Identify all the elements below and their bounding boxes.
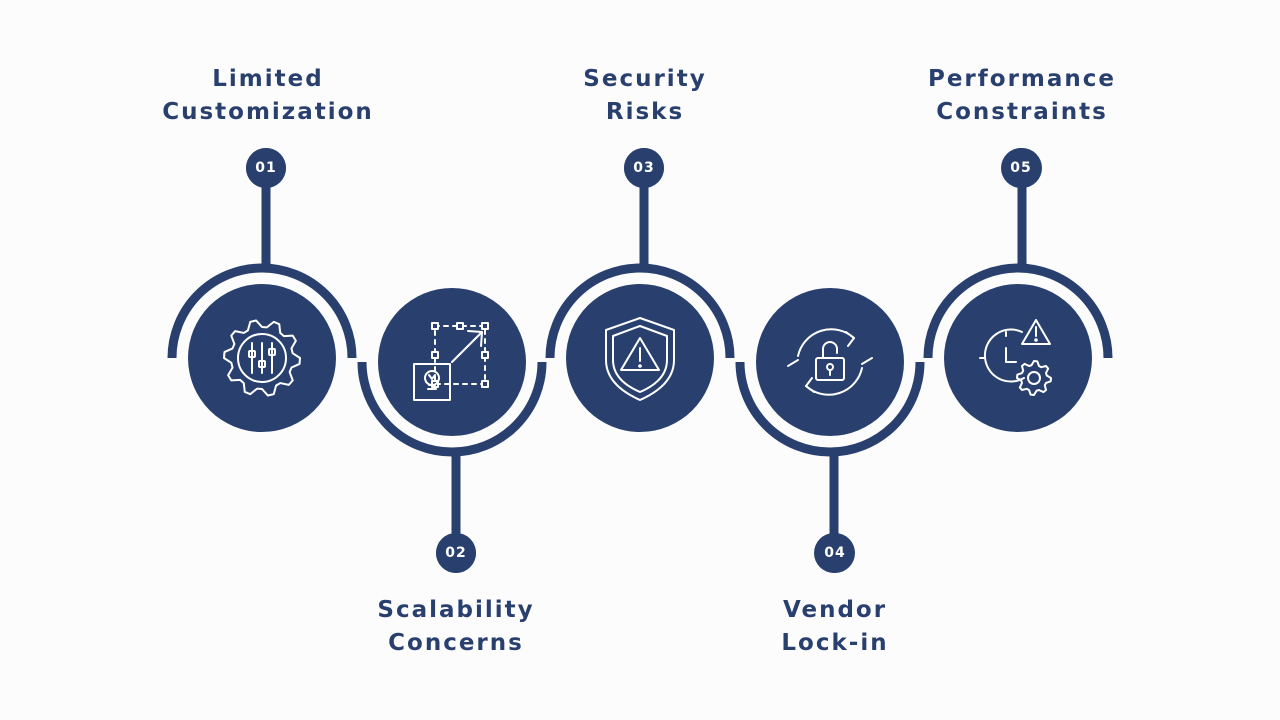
step-5-number: 05	[1010, 160, 1032, 176]
step-5-title: Performance Constraints	[892, 63, 1152, 129]
step-3-number-badge: 03	[624, 148, 664, 188]
step-4-circle	[756, 288, 904, 436]
step-5-title-line-1: Performance	[927, 66, 1117, 92]
gear-sliders-icon	[223, 319, 301, 397]
shield-warning-icon	[605, 317, 675, 401]
step-1-number-badge: 01	[246, 148, 286, 188]
step-icons	[223, 317, 1052, 401]
step-2-title: Scalability Concerns	[326, 594, 586, 660]
step-1-title: Limited Customization	[138, 63, 398, 129]
step-3-number: 03	[633, 160, 655, 176]
scale-up-arrow-icon	[413, 322, 489, 401]
step-2-number-badge: 02	[436, 533, 476, 573]
step-5-number-badge: 05	[1001, 148, 1041, 188]
step-4-title-line-2: Lock-in	[781, 630, 889, 656]
step-1-title-line-2: Customization	[162, 99, 374, 125]
step-1-title-line-1: Limited	[212, 66, 324, 92]
step-2-number: 02	[445, 545, 467, 561]
cycle-padlock-icon	[787, 328, 873, 396]
step-5-circle	[944, 284, 1092, 432]
step-4-title: Vendor Lock-in	[705, 594, 965, 660]
step-3-title: Security Risks	[515, 63, 775, 129]
step-4-title-line-1: Vendor	[782, 597, 888, 623]
clock-gear-warning-icon	[979, 319, 1052, 396]
step-1-number: 01	[255, 160, 277, 176]
step-5-title-line-2: Constraints	[936, 99, 1108, 125]
step-3-title-line-1: Security	[583, 66, 707, 92]
step-2-title-line-2: Concerns	[388, 630, 524, 656]
step-3-title-line-2: Risks	[605, 99, 685, 125]
step-2-title-line-1: Scalability	[377, 597, 535, 623]
step-4-number: 04	[824, 545, 846, 561]
step-4-number-badge: 04	[815, 533, 855, 573]
